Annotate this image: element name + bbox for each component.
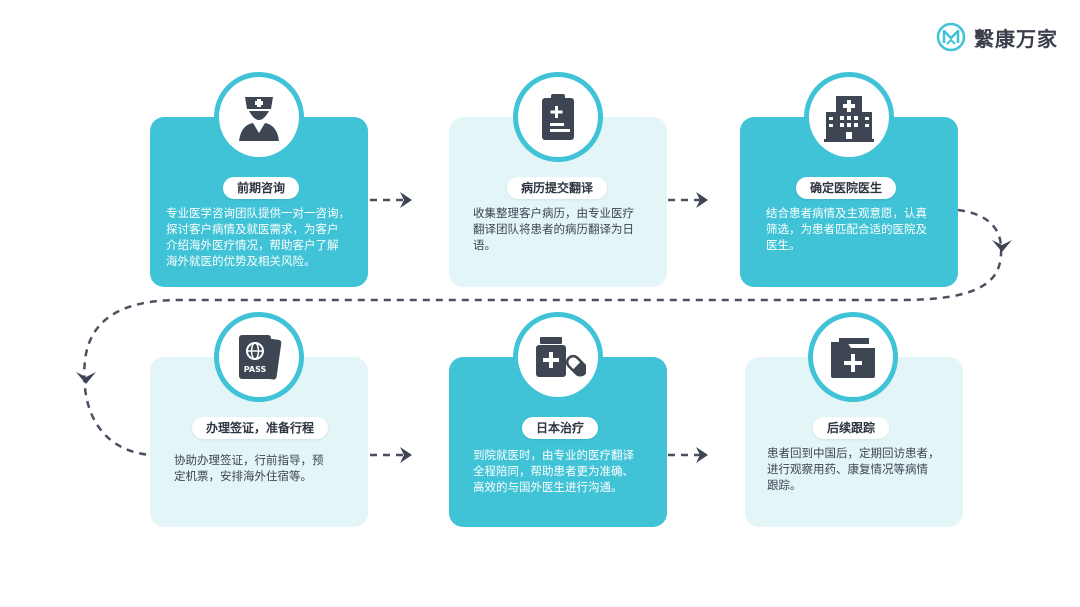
hospital-icon	[824, 96, 874, 142]
step-icon-circle	[513, 72, 603, 162]
step-description: 收集整理客户病历，由专业医疗翻译团队将患者的病历翻译为日语。	[473, 206, 634, 252]
brand-name: 繫康万家	[974, 26, 1058, 51]
step-description: 患者回到中国后，定期回访患者，进行观察用药、康复情况等病情跟踪。	[767, 446, 940, 492]
step-icon-circle	[808, 312, 898, 402]
step-icon-circle	[804, 72, 894, 162]
arrow-down-icon	[76, 372, 96, 384]
step-icon-circle	[214, 72, 304, 162]
brand-logo-icon	[936, 22, 966, 52]
step-title: 后续跟踪	[813, 417, 890, 439]
arrow-right-icon	[400, 192, 412, 208]
step-description: 协助办理签证，行前指导，预定机票，安排海外住宿等。	[174, 453, 324, 483]
nurse-icon	[239, 97, 279, 141]
step-icon-circle	[513, 312, 603, 402]
clipboard-icon	[542, 94, 574, 140]
step-description: 结合患者病情及主观意愿，认真筛选，为患者匹配合适的医院及医生。	[766, 206, 927, 252]
step-title: 确定医院医生	[796, 177, 897, 199]
step-description: 到院就医时，由专业的医疗翻译全程陪同，帮助患者更为准确、高效的与国外医生进行沟通…	[473, 448, 634, 494]
folder-icon	[831, 338, 875, 378]
step-title: 病历提交翻译	[507, 177, 608, 199]
brand-logo: 繫康万家	[936, 22, 1058, 52]
step-card-follow-up: 后续跟踪 患者回到中国后，定期回访患者，进行观察用药、康复情况等病情跟踪。	[745, 357, 963, 527]
step-title: 前期咨询	[223, 177, 300, 199]
arrow-right-icon	[696, 192, 708, 208]
medicine-icon	[536, 337, 586, 377]
step-icon-circle: PASS	[214, 312, 304, 402]
step-card-consultation: 前期咨询 专业医学咨询团队提供一对一咨询，探讨客户病情及就医需求，为客户介绍海外…	[150, 117, 368, 287]
passport-label: PASS	[244, 365, 267, 374]
arrow-down-icon	[992, 240, 1012, 252]
step-title: 办理签证，准备行程	[192, 417, 329, 439]
step-title: 日本治疗	[522, 417, 599, 439]
arrow-right-icon	[400, 447, 412, 463]
passport-icon: PASS	[239, 335, 282, 380]
step-description: 专业医学咨询团队提供一对一咨询，探讨客户病情及就医需求，为客户介绍海外医疗情况，…	[166, 206, 350, 268]
arrow-right-icon	[696, 447, 708, 463]
